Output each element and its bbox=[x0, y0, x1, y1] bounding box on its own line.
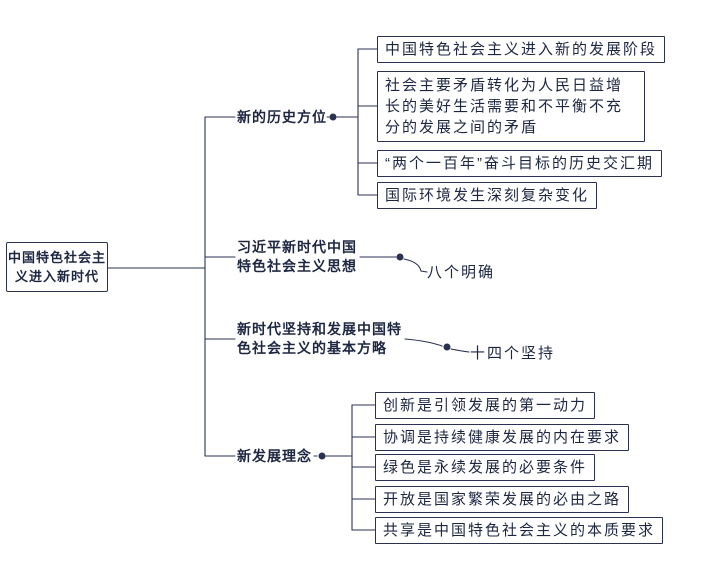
leaf-node[interactable]: 共享是中国特色社会主义的本质要求 bbox=[375, 517, 664, 544]
leaf-node[interactable]: 社会主要矛盾转化为人民日益增长的美好生活需要和不平衡不充分的发展之间的矛盾 bbox=[377, 71, 645, 142]
leaf-node[interactable]: 协调是持续健康发展的内在要求 bbox=[375, 424, 630, 451]
leaf-node[interactable]: 开放是国家繁荣发展的必由之路 bbox=[375, 486, 630, 513]
collapse-dot-branch2[interactable] bbox=[396, 253, 404, 261]
leaf-node[interactable]: 十四个坚持 bbox=[470, 345, 556, 362]
collapse-dot-branch3[interactable] bbox=[443, 343, 451, 351]
leaf-node[interactable]: 绿色是永续发展的必要条件 bbox=[375, 454, 596, 481]
leaf-node[interactable]: 八个明确 bbox=[427, 264, 496, 281]
collapse-dot-branch4[interactable] bbox=[318, 452, 326, 460]
branch-label-basic-strategy[interactable]: 新时代坚持和发展中国特色社会主义的基本方略 bbox=[237, 321, 402, 356]
branch-label-new-historical-position[interactable]: 新的历史方位 bbox=[237, 109, 327, 125]
branch-label-new-development-concepts[interactable]: 新发展理念 bbox=[237, 448, 312, 464]
branch-label-xi-thought[interactable]: 习近平新时代中国特色社会主义思想 bbox=[237, 239, 357, 274]
root-node[interactable]: 中国特色社会主义进入新时代 bbox=[6, 242, 108, 292]
collapse-dot-branch1[interactable] bbox=[329, 113, 337, 121]
leaf-node[interactable]: “两个一百年”奋斗目标的历史交汇期 bbox=[377, 150, 662, 177]
leaf-node[interactable]: 中国特色社会主义进入新的发展阶段 bbox=[377, 36, 666, 63]
leaf-node[interactable]: 国际环境发生深刻复杂变化 bbox=[377, 182, 598, 209]
connector-lines bbox=[107, 48, 470, 531]
leaf-node[interactable]: 创新是引领发展的第一动力 bbox=[375, 392, 596, 419]
